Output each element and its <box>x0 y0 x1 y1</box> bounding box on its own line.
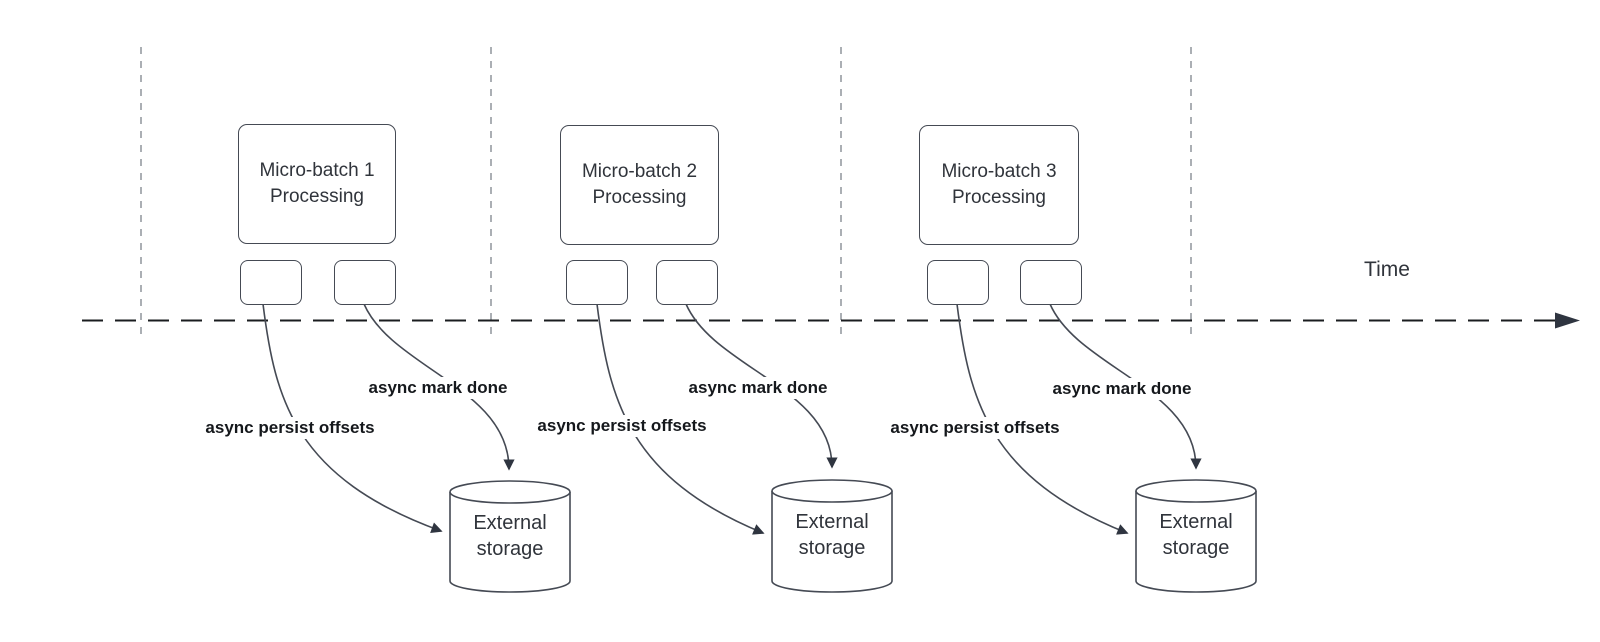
external-storage-label-3: External storage <box>1159 511 1233 559</box>
offset-task-box-1 <box>240 260 302 305</box>
external-storage-label-2: External storage <box>795 511 869 559</box>
micro-batch-2-processing-box: Micro-batch 2 Processing <box>560 125 719 245</box>
persist-offsets-label-3: async persist offsets <box>886 417 1064 439</box>
commit-task-box-1 <box>334 260 396 305</box>
micro-batch-1-processing-box: Micro-batch 1 Processing <box>238 124 396 244</box>
mark-done-label-3: async mark done <box>1048 378 1196 400</box>
external-storage-cylinder-1 <box>449 480 571 593</box>
offset-task-box-3 <box>927 260 989 305</box>
micro-batch-2-label: Micro-batch 2 Processing <box>581 161 698 208</box>
micro-batch-1-label: Micro-batch 1 Processing <box>259 160 375 207</box>
time-axis-arrowhead-icon <box>1555 312 1580 329</box>
external-storage-label-1: External storage <box>473 512 547 560</box>
external-storage-cylinder-3 <box>1135 479 1257 593</box>
micro-batch-3-processing-box: Micro-batch 3 Processing <box>919 125 1079 245</box>
mark-done-label-2: async mark done <box>684 377 832 399</box>
mark-done-label-1: async mark done <box>364 377 512 399</box>
external-storage-cylinder-2 <box>771 479 893 593</box>
commit-task-box-3 <box>1020 260 1082 305</box>
micro-batch-3-label: Micro-batch 3 Processing <box>941 161 1057 208</box>
time-axis-label: Time <box>1364 258 1410 281</box>
commit-task-box-2 <box>656 260 718 305</box>
persist-offsets-label-1: async persist offsets <box>201 417 379 439</box>
offset-task-box-2 <box>566 260 628 305</box>
persist-offsets-label-2: async persist offsets <box>533 415 711 437</box>
